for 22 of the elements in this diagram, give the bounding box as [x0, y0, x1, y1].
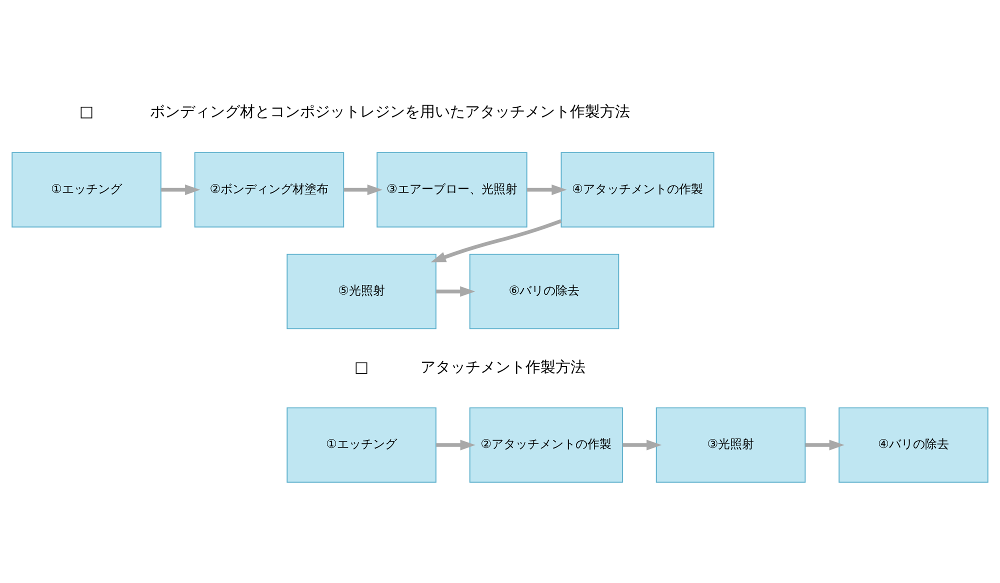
arrow	[436, 286, 476, 297]
label: ボンディング材とコンポジットレジンを用いたアタッチメント作製方法	[150, 102, 630, 121]
node-box: ⑤光照射	[286, 254, 436, 330]
arrow	[622, 440, 662, 450]
node-box: ③光照射	[656, 407, 806, 483]
node-box: ④アタッチメントの作製	[560, 152, 714, 228]
node-box: ②ボンディング材塗布	[194, 152, 344, 228]
label: アタッチメント作製方法	[420, 358, 586, 376]
node-box: ②アタッチメントの作製	[469, 407, 623, 483]
node-box: ⑥バリの除去	[469, 254, 620, 330]
arrow	[805, 440, 844, 450]
arrow	[344, 184, 382, 196]
node-box: ①エッチング	[12, 152, 162, 228]
arrow	[436, 440, 476, 450]
node-box: ①エッチング	[286, 407, 436, 483]
node-box: ③エアーブロー、光照射	[376, 152, 528, 228]
node-box: ④バリの除去	[838, 407, 988, 483]
arrow	[430, 219, 562, 262]
arrow	[526, 184, 567, 196]
label: □	[79, 102, 94, 121]
arrow	[161, 184, 200, 196]
label: □	[354, 358, 369, 376]
